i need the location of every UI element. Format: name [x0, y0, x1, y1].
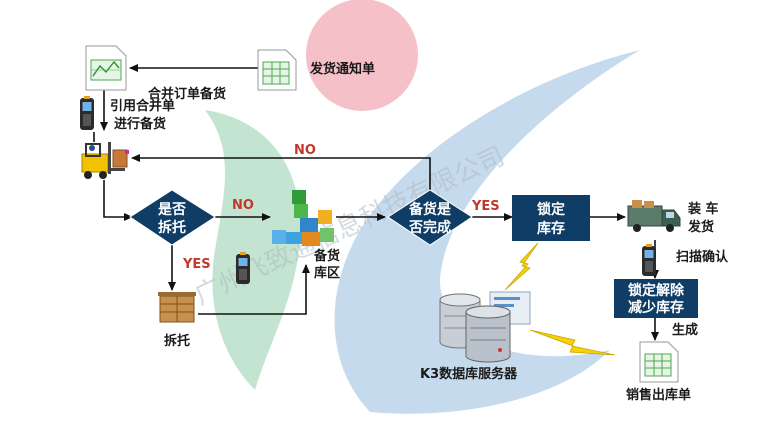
stacked-cubes-icon: [272, 190, 334, 246]
staging-label-2: 库区: [314, 265, 340, 281]
is-split-label-2: 拆托: [158, 219, 186, 236]
arrow-done-no-loop: [131, 154, 431, 190]
unlock-reduce-node: 锁定解除 减少库存: [614, 279, 698, 318]
yes-label-done: YES: [471, 199, 500, 214]
done-label-1: 备货是: [408, 201, 452, 218]
lock-label-2: 库存: [537, 220, 565, 237]
lock-label-1: 锁定: [537, 201, 565, 218]
database-server-icon: [439, 291, 531, 363]
unlock-label-2: 减少库存: [628, 299, 684, 316]
split-label: 拆托: [164, 333, 190, 349]
connectors: [93, 64, 659, 341]
green-leaf-shape: [205, 110, 301, 390]
staging-label-1: 备货: [313, 248, 340, 264]
scan-confirm-label: 扫描确认: [676, 249, 729, 265]
notice-label: 发货通知单: [309, 61, 375, 77]
load-label-2: 发货: [687, 219, 714, 235]
small-marker: [125, 150, 129, 154]
decision-is-done: 备货是 否完成: [387, 189, 473, 246]
blue-swoosh-shape: [334, 50, 640, 414]
pink-circle: [306, 0, 418, 111]
sales-out-label: 销售出库单: [626, 387, 691, 403]
ref-merge-label-1: 引用合并单: [110, 98, 175, 114]
scanner-icon: [642, 244, 656, 276]
generate-label: 生成: [672, 322, 698, 338]
no-label-split: NO: [232, 198, 254, 213]
delivery-truck-icon: [627, 200, 681, 232]
lightning-bolts: [504, 242, 616, 356]
merge-orders-label: 合并订单备货: [148, 86, 226, 102]
no-label-done: NO: [294, 143, 316, 158]
arrow-split-to-staging: [198, 264, 310, 315]
scanner-icon: [236, 252, 250, 284]
forklift-icon: [81, 142, 128, 179]
decision-is-split: 是否 拆托: [129, 189, 216, 246]
ref-merge-label-2: 进行备货: [114, 116, 166, 132]
arrow-forklift-to-decision: [103, 180, 133, 221]
scanner-icon: [80, 96, 94, 130]
pallet-box-icon: [158, 292, 196, 323]
done-label-2: 否完成: [408, 219, 451, 236]
order-doc-icon: [85, 45, 127, 91]
load-label-1: 装 车: [687, 201, 719, 217]
is-split-label-1: 是否: [158, 202, 186, 218]
notice-doc-icon: [257, 49, 297, 91]
unlock-label-1: 锁定解除: [628, 282, 685, 299]
server-label: K3数据库服务器: [420, 366, 518, 382]
sales-doc-icon: [639, 341, 679, 383]
lightning-server-to-unlock: [529, 329, 616, 356]
lock-stock-node: 锁定 库存: [512, 195, 590, 241]
yes-label-split: YES: [182, 257, 211, 272]
lightning-lock-to-server: [504, 242, 539, 291]
